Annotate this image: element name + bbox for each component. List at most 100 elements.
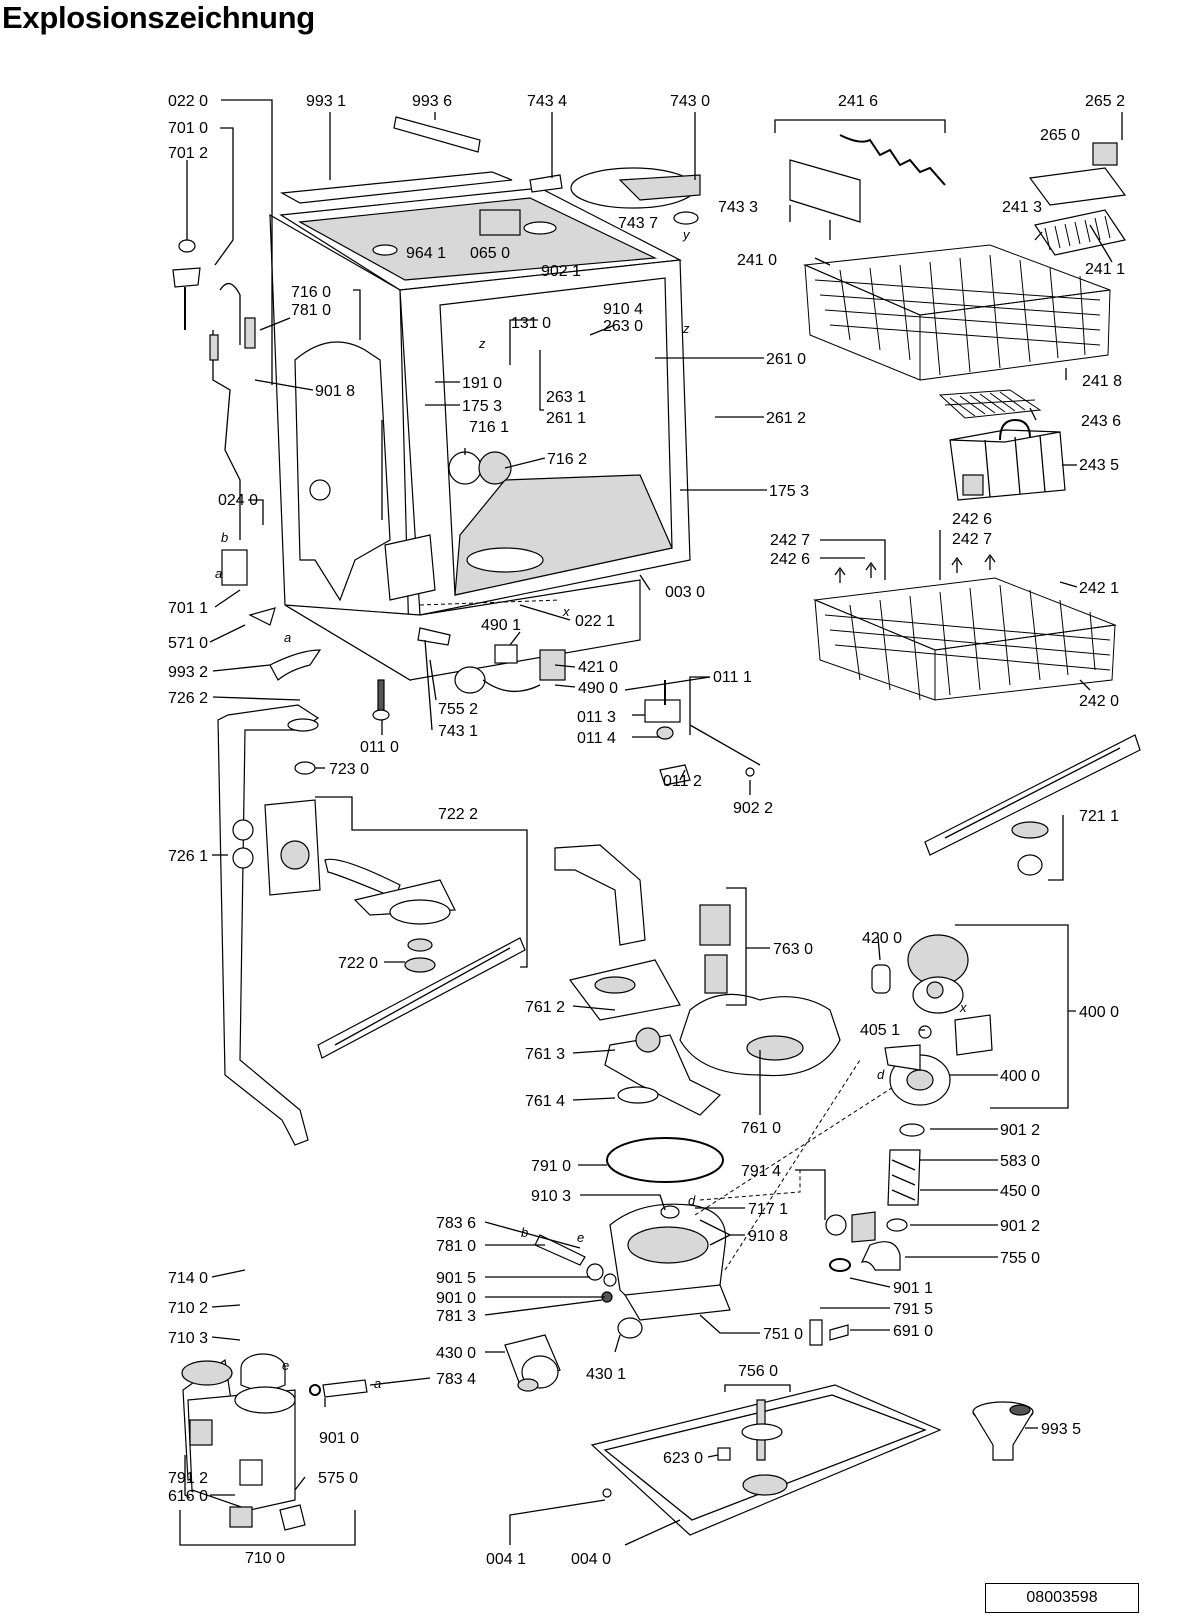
label-6230: 623 0 [663,1450,703,1467]
label-0112: 011 2 [663,773,702,790]
label-7011: 701 1 [168,600,208,617]
document-number-box: 08003598 [985,1583,1139,1613]
label-7430: 743 0 [670,93,710,110]
connection-markers: b a a z z x x y d d e e b a [215,227,967,1391]
label-2611: 261 1 [546,410,586,427]
holder-clip [1092,142,1118,166]
label-7222: 722 2 [438,806,478,823]
label-5830: 583 0 [1000,1153,1040,1170]
label-9018: 901 8 [315,383,355,400]
marker-a: a [374,1376,381,1391]
label-7012: 701 2 [168,145,208,162]
label-7162: 716 2 [547,451,587,468]
base-tray [590,1384,942,1536]
label-2426a: 242 6 [770,551,810,568]
label-9010: 901 0 [436,1290,476,1307]
label-7230: 723 0 [329,761,369,778]
label-2413: 241 3 [1002,199,1042,216]
marker-e: e [282,1358,289,1373]
label-7914: 791 4 [741,1163,781,1180]
label-9931: 993 1 [306,93,346,110]
part-labels: 022 0 701 0 701 2 993 1 993 6 743 4 743 … [168,93,1125,1568]
label-9104: 910 4 [603,301,643,318]
label-2427a: 242 7 [770,532,810,549]
drain-pump [504,1334,561,1392]
label-7220: 722 0 [338,955,378,972]
label-4200: 420 0 [862,930,902,947]
label-0041: 004 1 [486,1551,526,1568]
label-9103: 910 3 [531,1188,571,1205]
lower-rack [813,553,1117,701]
label-4900: 490 0 [578,680,618,697]
label-4901: 490 1 [481,617,521,634]
label-7433: 743 3 [718,199,758,216]
water-supply-pipe [217,704,321,1146]
label-9011: 901 1 [893,1280,933,1297]
label-7103: 710 3 [168,1330,208,1347]
label-9936: 993 6 [412,93,452,110]
sump-housing [534,1203,731,1339]
marker-d: d [877,1067,885,1082]
label-7614: 761 4 [525,1093,565,1110]
label-7560: 756 0 [738,1363,778,1380]
label-7161: 716 1 [469,419,509,436]
label-7010: 701 0 [168,120,208,137]
sump-seal-ring [606,1137,724,1183]
label-9641: 964 1 [406,245,446,262]
label-7140: 714 0 [168,1270,208,1287]
label-2435: 243 5 [1079,457,1119,474]
label-7613: 761 3 [525,1046,565,1063]
label-7102: 710 2 [168,1300,208,1317]
heater-hose-assembly [825,1123,925,1272]
label-4000a: 400 0 [1079,1004,1119,1021]
holder-265 [1028,167,1127,206]
label-9015: 901 5 [436,1270,476,1287]
label-0114: 011 4 [577,730,616,747]
label-7612: 761 2 [525,999,565,1016]
label-7810b: 781 0 [436,1238,476,1255]
label-7834: 783 4 [436,1371,476,1388]
label-5710: 571 0 [168,635,208,652]
label-6160: 616 0 [168,1488,208,1505]
label-4210: 421 0 [578,659,618,676]
label-7630: 763 0 [773,941,813,958]
label-9935: 993 5 [1041,1421,1081,1438]
label-4301: 430 1 [586,1366,626,1383]
label-7431: 743 1 [438,723,478,740]
marker-x: x [959,1000,967,1015]
label-2418: 241 8 [1082,373,1122,390]
label-6910: 691 0 [893,1323,933,1340]
label-9022: 902 2 [733,800,773,817]
label-0111: 011 1 [713,669,752,686]
marker-y: y [682,227,691,242]
marker-e: e [577,1230,584,1245]
label-1910: 191 0 [462,375,502,392]
label-1753b: 175 3 [769,483,809,500]
label-0221: 022 1 [575,613,615,630]
label-9012a: 901 2 [1000,1122,1040,1139]
label-0040: 004 0 [571,1551,611,1568]
label-2427b: 242 7 [952,531,992,548]
label-4300: 430 0 [436,1345,476,1362]
marker-b: b [521,1225,528,1240]
marker-a: a [284,630,291,645]
leader-lines [179,99,1123,1546]
document-number: 08003598 [1026,1589,1098,1606]
salt-funnel [972,1401,1034,1461]
cutlery-basket [949,418,1066,501]
lid-assembly [529,167,701,225]
label-9012b: 901 2 [1000,1218,1040,1235]
rack-rail-set [774,119,946,240]
door-lock-electrics [454,644,761,786]
label-9932: 993 2 [168,664,208,681]
label-1310: 131 0 [511,315,551,332]
label-2426b: 242 6 [952,511,992,528]
label-4500: 450 0 [1000,1183,1040,1200]
marker-z: z [682,321,690,336]
filter-set [554,844,841,1116]
label-2612: 261 2 [766,410,806,427]
label-2410: 241 0 [737,252,777,269]
label-5750: 575 0 [318,1470,358,1487]
label-1753a: 175 3 [462,398,502,415]
